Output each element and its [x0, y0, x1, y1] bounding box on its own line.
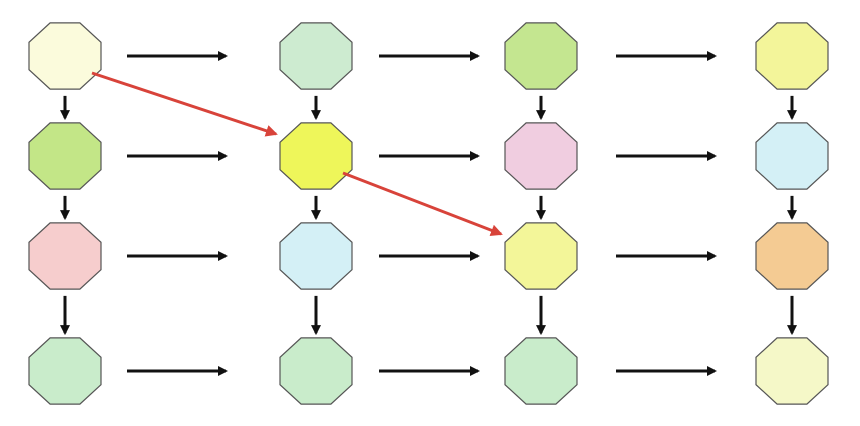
octagon-node-r2-c4: [755, 122, 829, 190]
octagon-node-r4-c2: [279, 337, 353, 405]
octagon-node-r2-c1: [28, 122, 102, 190]
octagon-node-r4-c3: [504, 337, 578, 405]
nodes-layer: [28, 22, 829, 405]
octagon-node-r3-c3: [504, 222, 578, 290]
octagon-node-r1-c1: [28, 22, 102, 90]
octagon-node-r3-c4: [755, 222, 829, 290]
octagon-node-r4-c4: [755, 337, 829, 405]
octagon-node-r2-c2: [279, 122, 353, 190]
highlight-arrow-2: [342, 171, 503, 236]
arrows-layer: [60, 51, 797, 376]
highlight-arrows-layer: [91, 71, 503, 236]
octagon-node-r1-c4: [755, 22, 829, 90]
octagon-node-r1-c2: [279, 22, 353, 90]
octagon-node-r1-c3: [504, 22, 578, 90]
octagon-node-r3-c2: [279, 222, 353, 290]
octagon-node-r2-c3: [504, 122, 578, 190]
octagon-node-r4-c1: [28, 337, 102, 405]
highlight-arrow-1: [91, 71, 278, 137]
octagon-node-r3-c1: [28, 222, 102, 290]
